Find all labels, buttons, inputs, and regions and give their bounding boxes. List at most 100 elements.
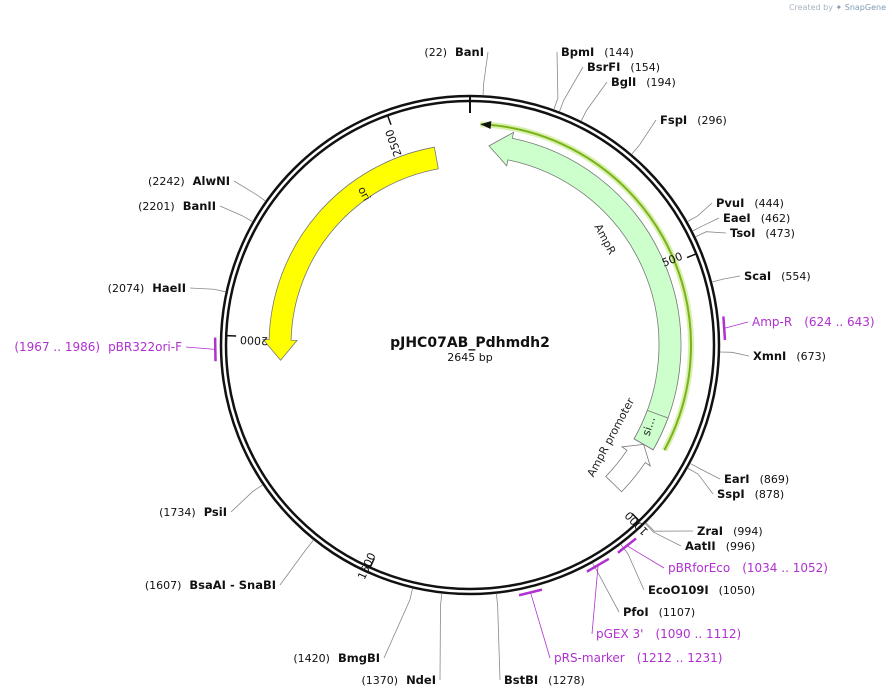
primer-mark [722,316,727,341]
site-position: (22) [424,46,447,59]
site-layer: (22) BanI BpmI(144)BsrFI (154)BglI(194) FspI… [108,45,826,687]
primer-mark [586,557,610,573]
site-label-pvui[interactable]: PvuI(444) [716,196,784,210]
site-leader-line [695,231,727,238]
primer-mark [617,537,637,554]
site-label-tsoi[interactable]: TsoI (473) [730,226,795,240]
site-label-ndei[interactable]: (1370)NdeI [361,673,436,687]
site-name: BpmI [561,45,594,59]
site-label-pfoi[interactable]: PfoI(1107) [623,605,695,619]
site-leader-line [189,287,226,293]
site-position: (1607) [145,579,182,592]
site-name: BglI [611,75,636,89]
primer-label-pgex-3[interactable]: pGEX 3'(1090 .. 1112) [596,627,741,641]
site-name: AatII [685,539,716,553]
site-label-bsaai-snabi[interactable]: (1607)BsaAI - SnaBI [145,578,276,592]
site-leader-line [230,484,263,513]
site-name: EaeI [723,211,751,225]
tick-mark [386,115,392,125]
site-leader-line [383,588,414,659]
site-label-scai[interactable]: ScaI(554) [744,269,811,283]
primer-range: (1212 .. 1231) [637,651,723,665]
site-position: (2074) [108,282,145,295]
site-name: PfoI [623,605,649,619]
site-position: (296) [697,114,727,127]
plasmid-length: 2645 bp [447,351,492,364]
primer-label-pbr322ori-f[interactable]: (1967 .. 1986) pBR322ori-F [14,340,182,354]
primer-range: (1034 .. 1052) [742,561,828,575]
site-position: (1278) [548,674,585,687]
site-position: (1734) [159,506,196,519]
site-leader-line [711,275,741,283]
primer-label-amp-r[interactable]: Amp-R(624 .. 643) [752,315,875,329]
site-label-alwni[interactable]: (2242)AlwNI [148,174,230,188]
primer-name: pGEX 3' [596,627,643,641]
tick-label: 1500 [355,551,378,582]
site-label-bpmi[interactable]: BpmI(144) [561,45,634,59]
tick-label: 2500 [383,127,405,158]
site-name: EcoO109I [648,583,709,597]
site-label-fspi[interactable]: FspI (296) [660,113,727,127]
site-name: AlwNI [193,174,230,188]
site-position: (1420) [293,652,330,665]
site-label-eaei[interactable]: EaeI (462) [723,211,790,225]
ori-label: ori [355,184,373,203]
site-label-haeii[interactable]: (2074) HaeII [108,281,186,295]
ori-feature-arrow [262,146,439,361]
primer-name: pBR322ori-F [108,340,182,354]
credit-prefix: Created by [788,3,833,12]
site-leader-line [689,463,721,480]
site-leader-line [620,544,645,591]
site-leader-line [482,51,489,96]
site-label-zrai[interactable]: ZraI(994) [697,524,763,538]
ampr-primer-arrowhead [480,121,492,129]
site-label-bgli[interactable]: BglI(194) [611,75,676,89]
site-label-xmni[interactable]: XmnI (673) [753,349,826,363]
site-position: (673) [796,350,826,363]
site-label-aatii[interactable]: AatII (996) [685,539,755,553]
site-leader-line [279,539,314,586]
site-name: FspI [660,113,687,127]
site-label-psii[interactable]: (1734)PsiI [159,505,227,519]
signal-peptide-label: si... [640,415,658,437]
site-label-banii[interactable]: (2201)BanII [138,199,216,213]
site-leader-line [439,593,443,681]
site-leader-line [692,217,720,232]
site-label-eari[interactable]: EarI(869) [724,472,789,486]
signal-peptide-box [633,409,669,451]
tick-mark [686,253,697,259]
site-name: XmnI [753,349,786,363]
site-leader-line [495,593,501,681]
site-name: BanI [455,45,484,59]
site-position: (1050) [719,584,756,597]
primer-name: Amp-R [752,315,792,329]
site-position: (154) [630,61,660,74]
site-position: (554) [781,270,811,283]
tick-mark [631,513,640,522]
primer-name: pBRforEco [668,561,730,575]
site-label-sspi[interactable]: SspI(878) [717,487,784,501]
site-name: BsrFI [587,60,620,74]
site-label-bstbi[interactable]: BstBI(1278) [504,673,585,687]
site-name: TsoI [730,226,755,240]
site-leader-line [559,66,584,112]
site-leader-line [719,351,750,357]
site-label-ecoo109i[interactable]: EcoO109I (1050) [648,583,755,597]
primer-range: (1967 .. 1986) [14,340,100,354]
primer-label-prs-marker[interactable]: pRS-marker(1212 .. 1231) [554,651,722,665]
primer-leader-line [626,545,665,569]
site-name: HaeII [152,281,186,295]
site-label-bsrfi[interactable]: BsrFI (154) [587,60,660,74]
site-name: SspI [717,487,745,501]
tick-mark [369,558,375,568]
site-position: (996) [726,540,756,553]
site-position: (473) [765,227,795,240]
site-position: (462) [761,212,791,225]
primer-label-pbrforeco[interactable]: pBRforEco (1034 .. 1052) [668,561,828,575]
site-label-bmgbi[interactable]: (1420)BmgBI [293,651,380,665]
site-leader-line [233,180,266,202]
site-position: (1370) [361,674,398,687]
site-label-bani[interactable]: (22) BanI [424,45,484,59]
